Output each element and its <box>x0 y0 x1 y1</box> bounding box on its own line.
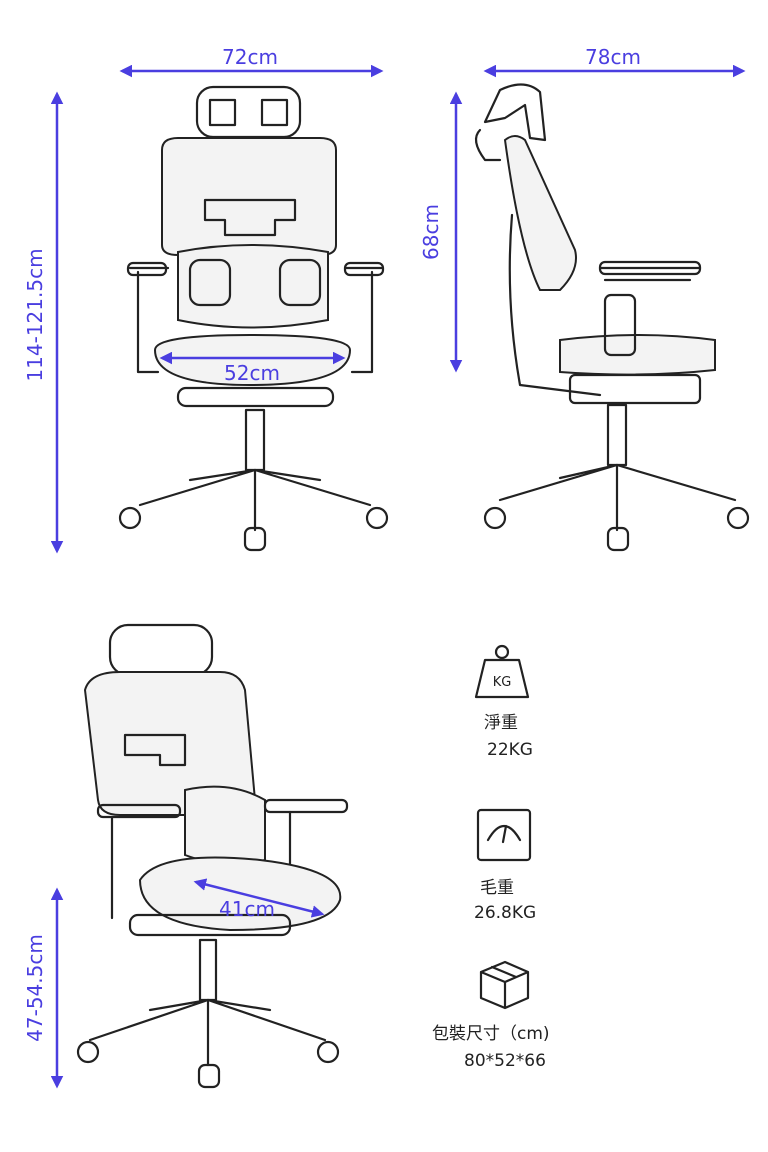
seat-depth-label: 41cm <box>219 897 275 921</box>
package-size-value: 80*52*66 <box>464 1051 546 1071</box>
net-weight-value: 22KG <box>487 740 533 760</box>
perspective-view-chair <box>76 623 349 1089</box>
svg-text:KG: KG <box>493 675 512 690</box>
seat-width-label: 52cm <box>224 361 280 385</box>
net-weight-label: 淨重 <box>484 713 518 733</box>
back-height-label: 68cm <box>419 204 443 260</box>
package-box-icon <box>479 960 530 1010</box>
front-view-chair <box>118 85 389 552</box>
package-size-label: 包裝尺寸（cm) <box>432 1024 550 1044</box>
side-view-chair <box>474 83 750 552</box>
side-depth-label: 78cm <box>585 45 641 69</box>
gross-weight-label: 毛重 <box>480 878 514 898</box>
front-width-label: 72cm <box>222 45 278 69</box>
total-height-label: 114-121.5cm <box>23 248 47 381</box>
seat-depth-arrow <box>193 878 325 918</box>
weight-kg-icon: KG <box>474 644 530 699</box>
seat-height-label: 47-54.5cm <box>23 934 47 1042</box>
scale-gauge-icon <box>476 808 532 862</box>
gross-weight-value: 26.8KG <box>474 903 537 923</box>
